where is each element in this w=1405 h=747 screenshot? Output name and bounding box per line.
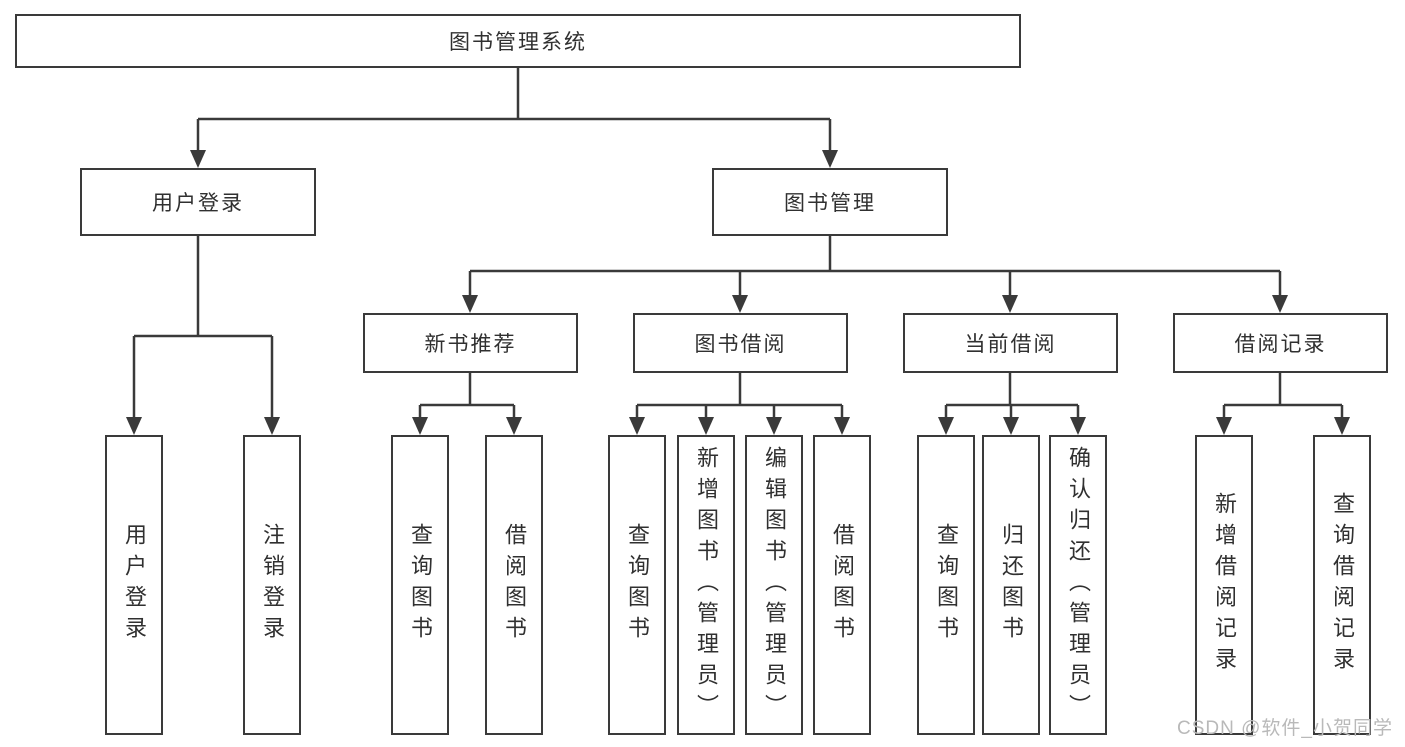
leaf-query-books-current: 查询图书 xyxy=(917,435,975,735)
node-new-book-recommend: 新书推荐 xyxy=(363,313,578,373)
node-library-system: 图书管理系统 xyxy=(15,14,1021,68)
node-current-borrowing: 当前借阅 xyxy=(903,313,1118,373)
leaf-query-books-recommend: 查询图书 xyxy=(391,435,449,735)
leaf-return-book: 归还图书 xyxy=(982,435,1040,735)
node-borrow-records: 借阅记录 xyxy=(1173,313,1388,373)
leaf-borrow-books-borrowing: 借阅图书 xyxy=(813,435,871,735)
leaf-borrow-books-recommend: 借阅图书 xyxy=(485,435,543,735)
connector-path xyxy=(132,68,1344,417)
leaf-add-book-admin: 新增图书（管理员） xyxy=(677,435,735,735)
node-book-management: 图书管理 xyxy=(712,168,948,236)
leaf-query-borrow-record: 查询借阅记录 xyxy=(1313,435,1371,735)
leaf-confirm-return-admin: 确认归还（管理员） xyxy=(1049,435,1107,735)
leaf-user-login: 用户登录 xyxy=(105,435,163,735)
csdn-watermark: CSDN @软件_小贺同学 xyxy=(1177,718,1393,739)
leaf-edit-book-admin: 编辑图书（管理员） xyxy=(745,435,803,735)
node-book-borrowing: 图书借阅 xyxy=(633,313,848,373)
arrowheads xyxy=(126,150,1350,435)
leaf-logout: 注销登录 xyxy=(243,435,301,735)
leaf-query-books-borrowing: 查询图书 xyxy=(608,435,666,735)
leaf-add-borrow-record: 新增借阅记录 xyxy=(1195,435,1253,735)
node-user-login-branch: 用户登录 xyxy=(80,168,316,236)
